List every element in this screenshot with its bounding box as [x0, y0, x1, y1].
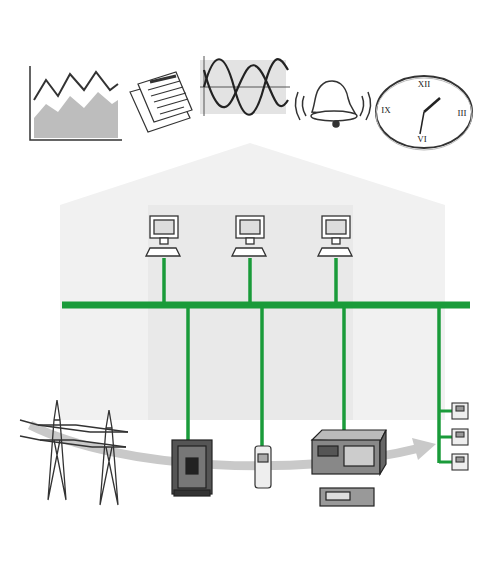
- documents-icon: [130, 72, 192, 132]
- clock-numeral: XII: [418, 80, 431, 89]
- circuit-breaker: [172, 440, 212, 496]
- clock-numeral: IX: [381, 106, 391, 115]
- clock-numeral: VI: [417, 135, 427, 144]
- meter-icons: [452, 403, 468, 470]
- alarm-bell-icon: [295, 81, 370, 127]
- control-unit: [312, 430, 386, 506]
- clock-numeral: III: [458, 109, 467, 118]
- waveform-icon: [200, 56, 290, 116]
- communication-module: [255, 446, 271, 488]
- pylon-icon: [20, 400, 128, 505]
- workstation-icons: [146, 216, 352, 256]
- network-bus: [62, 258, 470, 463]
- clock-icon: [376, 76, 472, 150]
- chart-icon: [30, 66, 122, 140]
